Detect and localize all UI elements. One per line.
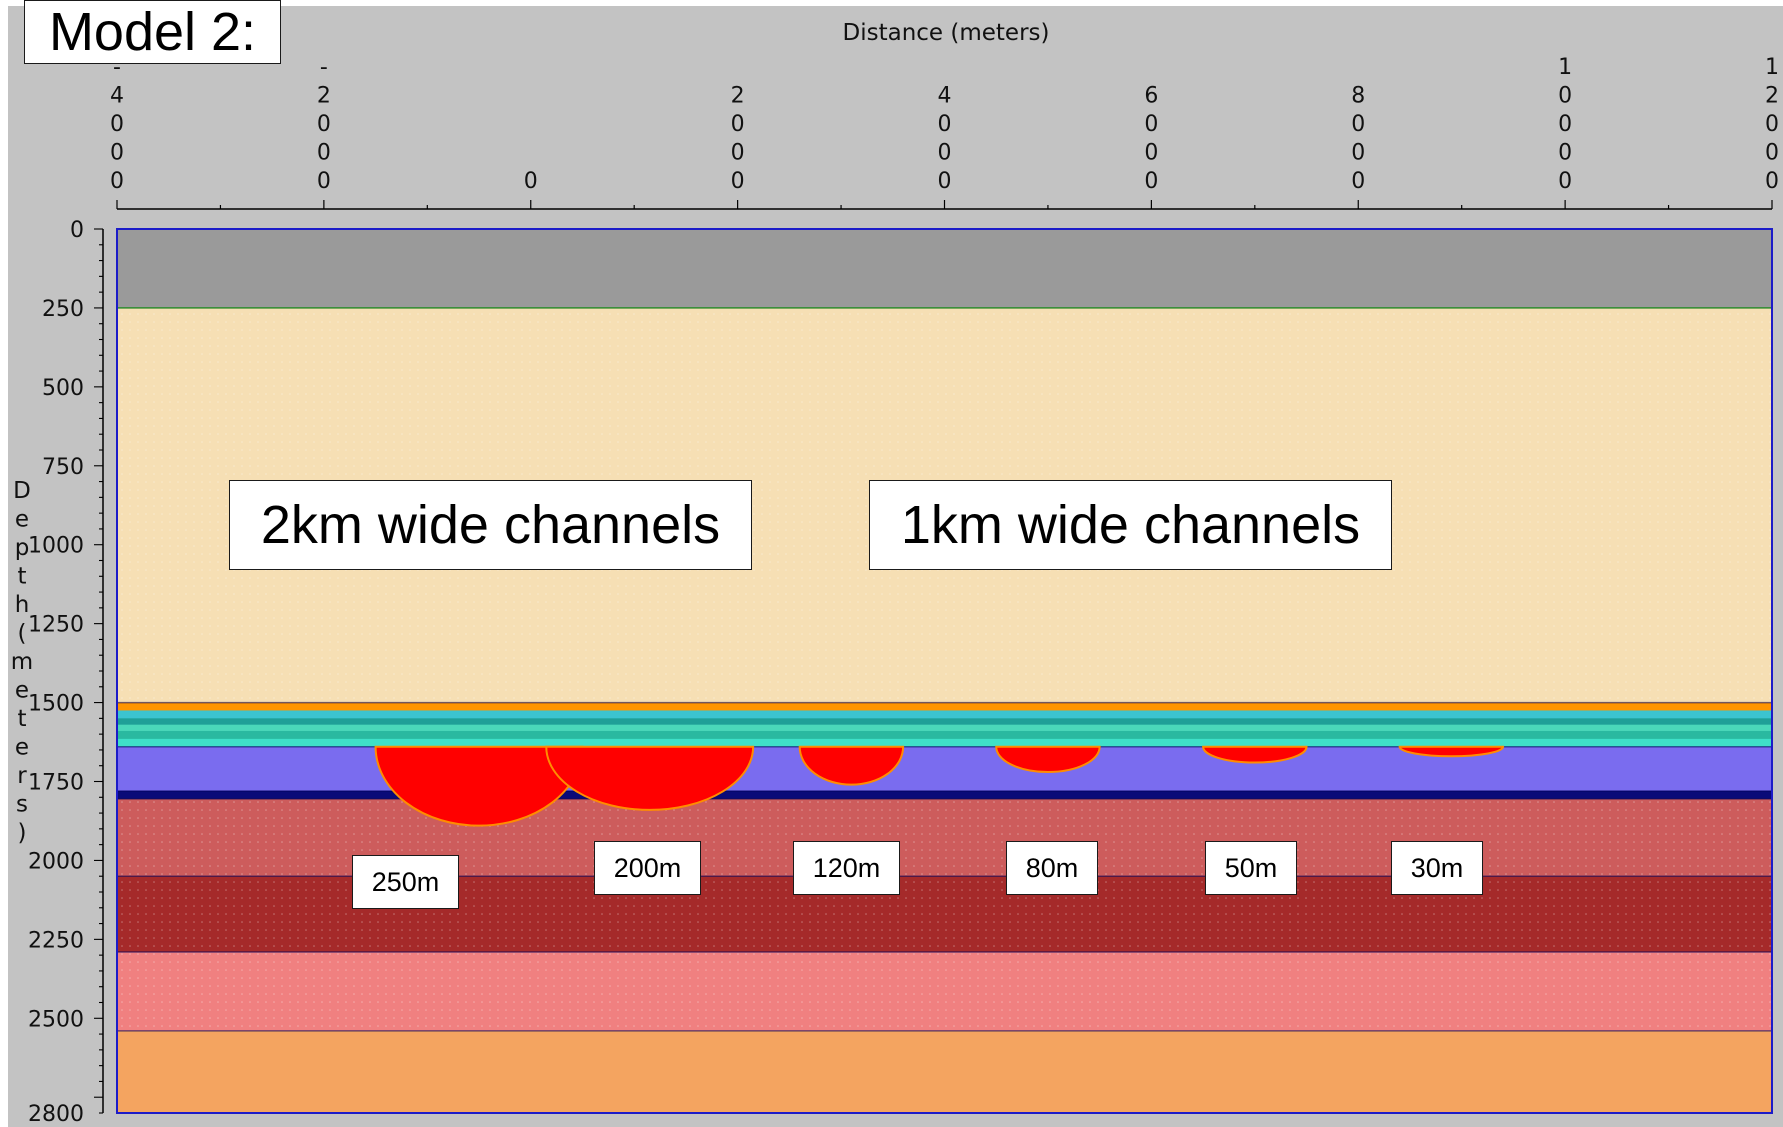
y-label-char: s <box>16 792 28 818</box>
layer-stack <box>117 229 1772 1114</box>
layer-6 <box>117 730 1772 740</box>
x-tick-label: 0 <box>1765 112 1779 137</box>
x-tick-label: 0 <box>1765 141 1779 166</box>
x-tick-label: 2 <box>1765 84 1779 109</box>
y-label-char: h <box>15 592 30 618</box>
y-tick-label: 750 <box>42 455 84 480</box>
y-label-char: e <box>15 507 29 533</box>
thickness-label-250m: 250m <box>352 855 459 909</box>
x-tick-label: 0 <box>1558 84 1572 109</box>
x-tick-label: - <box>113 55 121 80</box>
x-tick-label: 0 <box>731 112 745 137</box>
channel-200m <box>545 745 755 811</box>
y-tick-label: 2800 <box>28 1102 84 1127</box>
x-tick-label: 0 <box>110 112 124 137</box>
channel-120m <box>798 745 905 786</box>
x-axis-label: Distance (meters) <box>843 20 1050 46</box>
x-tick-label: - <box>320 55 328 80</box>
x-tick-label: 0 <box>1144 169 1158 194</box>
x-tick-label: 0 <box>110 169 124 194</box>
y-tick-label: 1000 <box>28 534 84 559</box>
y-tick-label: 500 <box>42 376 84 401</box>
x-tick-label: 1 <box>1558 55 1572 80</box>
x-tick-label: 1 <box>1765 55 1779 80</box>
channel-group <box>374 745 1505 827</box>
layer-7 <box>117 738 1772 748</box>
y-tick-label: 250 <box>42 297 84 322</box>
y-tick-label: 2000 <box>28 849 84 874</box>
x-tick-label: 2 <box>731 84 745 109</box>
x-tick-label: 4 <box>938 84 952 109</box>
y-label-char: ) <box>18 820 27 846</box>
y-label-char: t <box>17 564 26 590</box>
channel-50m <box>1202 745 1308 764</box>
x-tick-label: 0 <box>1558 169 1572 194</box>
x-axis: - 4 0 0 0 - 2 0 0 0 0 2 0 0 0 4 0 0 0 6 0 0 0 8 0 0 0 1 0 0 0 0 1 2 0 0 0 <box>110 55 1779 210</box>
x-tick-label: 0 <box>731 141 745 166</box>
x-tick-label: 0 <box>1558 112 1572 137</box>
y-label-char: e <box>15 735 29 761</box>
annotation-2km-channels: 2km wide channels <box>229 480 752 570</box>
y-tick-label: 1500 <box>28 692 84 717</box>
layer-0 <box>117 229 1772 309</box>
y-tick-label: 2500 <box>28 1007 84 1032</box>
y-axis: 0 250 500 750 1000 1250 1500 1750 2000 2250 2500 28… <box>28 218 104 1127</box>
x-tick-label: 0 <box>524 169 538 194</box>
layer-texture-12 <box>117 951 1772 1031</box>
layer-9 <box>117 790 1772 800</box>
annotation-1km-channels: 1km wide channels <box>869 480 1392 570</box>
y-label-char: m <box>11 649 33 675</box>
x-tick-label: 0 <box>1144 112 1158 137</box>
y-label-char: r <box>17 763 27 789</box>
channel-80m <box>995 745 1101 774</box>
x-tick-label: 0 <box>938 141 952 166</box>
x-tick-label: 0 <box>317 141 331 166</box>
y-tick-label: 2250 <box>28 928 84 953</box>
channel-30m <box>1398 745 1505 758</box>
thickness-label-80m: 80m <box>1006 841 1098 895</box>
x-tick-label: 0 <box>1351 112 1365 137</box>
layer-5 <box>117 724 1772 732</box>
x-tick-label: 4 <box>110 84 124 109</box>
layer-3 <box>117 710 1772 719</box>
x-tick-label: 0 <box>1558 141 1572 166</box>
x-tick-label: 0 <box>938 169 952 194</box>
x-tick-label: 6 <box>1144 84 1158 109</box>
model-title: Model 2: <box>24 0 281 64</box>
layer-2 <box>117 702 1772 711</box>
x-tick-label: 0 <box>317 112 331 137</box>
x-tick-label: 0 <box>1351 169 1365 194</box>
y-label-char: D <box>13 478 31 504</box>
model-border <box>116 228 1773 1114</box>
y-tick-label: 0 <box>70 218 84 243</box>
thickness-label-50m: 50m <box>1205 841 1297 895</box>
x-tick-label: 0 <box>1351 141 1365 166</box>
x-tick-label: 0 <box>317 169 331 194</box>
y-tick-label: 1250 <box>28 613 84 638</box>
y-label-char: t <box>17 706 26 732</box>
layer-4 <box>117 718 1772 726</box>
y-label-char: p <box>15 535 30 561</box>
thickness-label-30m: 30m <box>1391 841 1483 895</box>
x-tick-label: 0 <box>110 141 124 166</box>
y-label-char: ( <box>18 621 27 647</box>
y-label-char: e <box>15 678 29 704</box>
layer-13 <box>117 1030 1772 1114</box>
x-tick-label: 0 <box>1144 141 1158 166</box>
thickness-label-120m: 120m <box>793 841 900 895</box>
x-tick-label: 0 <box>731 169 745 194</box>
thickness-label-200m: 200m <box>594 841 701 895</box>
x-tick-label: 2 <box>317 84 331 109</box>
x-tick-label: 8 <box>1351 84 1365 109</box>
layer-8 <box>117 746 1772 792</box>
y-tick-label: 1750 <box>28 771 84 796</box>
x-tick-label: 0 <box>1765 169 1779 194</box>
x-tick-label: 0 <box>938 112 952 137</box>
